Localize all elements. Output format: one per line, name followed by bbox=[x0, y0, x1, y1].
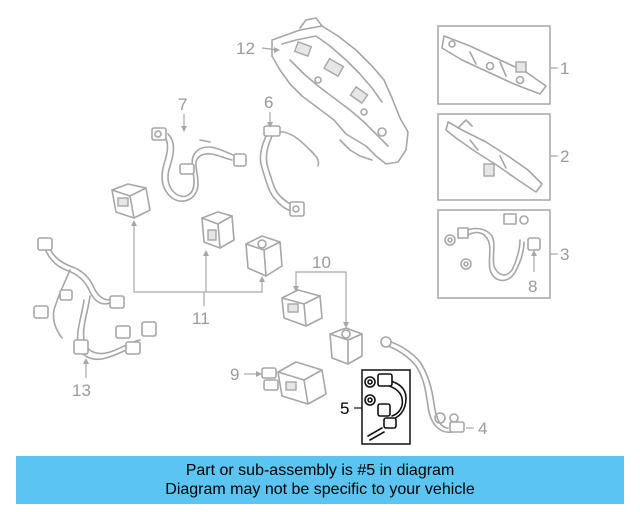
part-11-sensor-b bbox=[201, 211, 235, 249]
callout-10: 10 bbox=[312, 253, 331, 272]
callout-1: 1 bbox=[560, 59, 569, 78]
callout-13: 13 bbox=[72, 381, 91, 400]
part-1-gasket bbox=[441, 35, 547, 95]
part-6-pipe bbox=[259, 125, 320, 217]
callout-11: 11 bbox=[192, 309, 210, 328]
callout-3: 3 bbox=[560, 245, 569, 264]
callout-6: 6 bbox=[264, 93, 273, 112]
part-4-pipe bbox=[380, 336, 465, 433]
part-2-plate bbox=[445, 119, 543, 193]
part-13-harness bbox=[33, 237, 157, 360]
leader-10 bbox=[295, 271, 347, 326]
part-2-box bbox=[437, 113, 551, 201]
part-3-pipe bbox=[444, 213, 541, 282]
part-10-valve-a bbox=[281, 289, 323, 327]
part-11-sensor-c bbox=[245, 235, 283, 277]
callout-8: 8 bbox=[528, 277, 537, 296]
banner-line-1: Part or sub-assembly is #5 in diagram bbox=[185, 462, 455, 479]
part-12-bracket bbox=[271, 17, 409, 165]
callout-9: 9 bbox=[230, 365, 239, 384]
callout-4: 4 bbox=[478, 419, 487, 438]
part-5-box bbox=[361, 369, 411, 445]
banner-line-2: Diagram may not be specific to your vehi… bbox=[165, 481, 475, 498]
callout-5: 5 bbox=[340, 399, 349, 418]
part-11-sensor-a bbox=[111, 183, 151, 219]
part-5-pipe-kit bbox=[364, 373, 407, 441]
callout-7: 7 bbox=[178, 95, 187, 114]
callout-2: 2 bbox=[560, 147, 569, 166]
info-banner: Part or sub-assembly is #5 in diagram Di… bbox=[16, 456, 624, 504]
part-7-hose bbox=[151, 127, 247, 202]
part-9-valve bbox=[261, 361, 327, 405]
leader-11 bbox=[133, 222, 263, 293]
part-1-box bbox=[437, 25, 551, 105]
parts-diagram: 12 1 2 8 3 bbox=[33, 17, 569, 445]
callout-12: 12 bbox=[236, 39, 255, 58]
part-10-valve-b bbox=[329, 327, 363, 365]
